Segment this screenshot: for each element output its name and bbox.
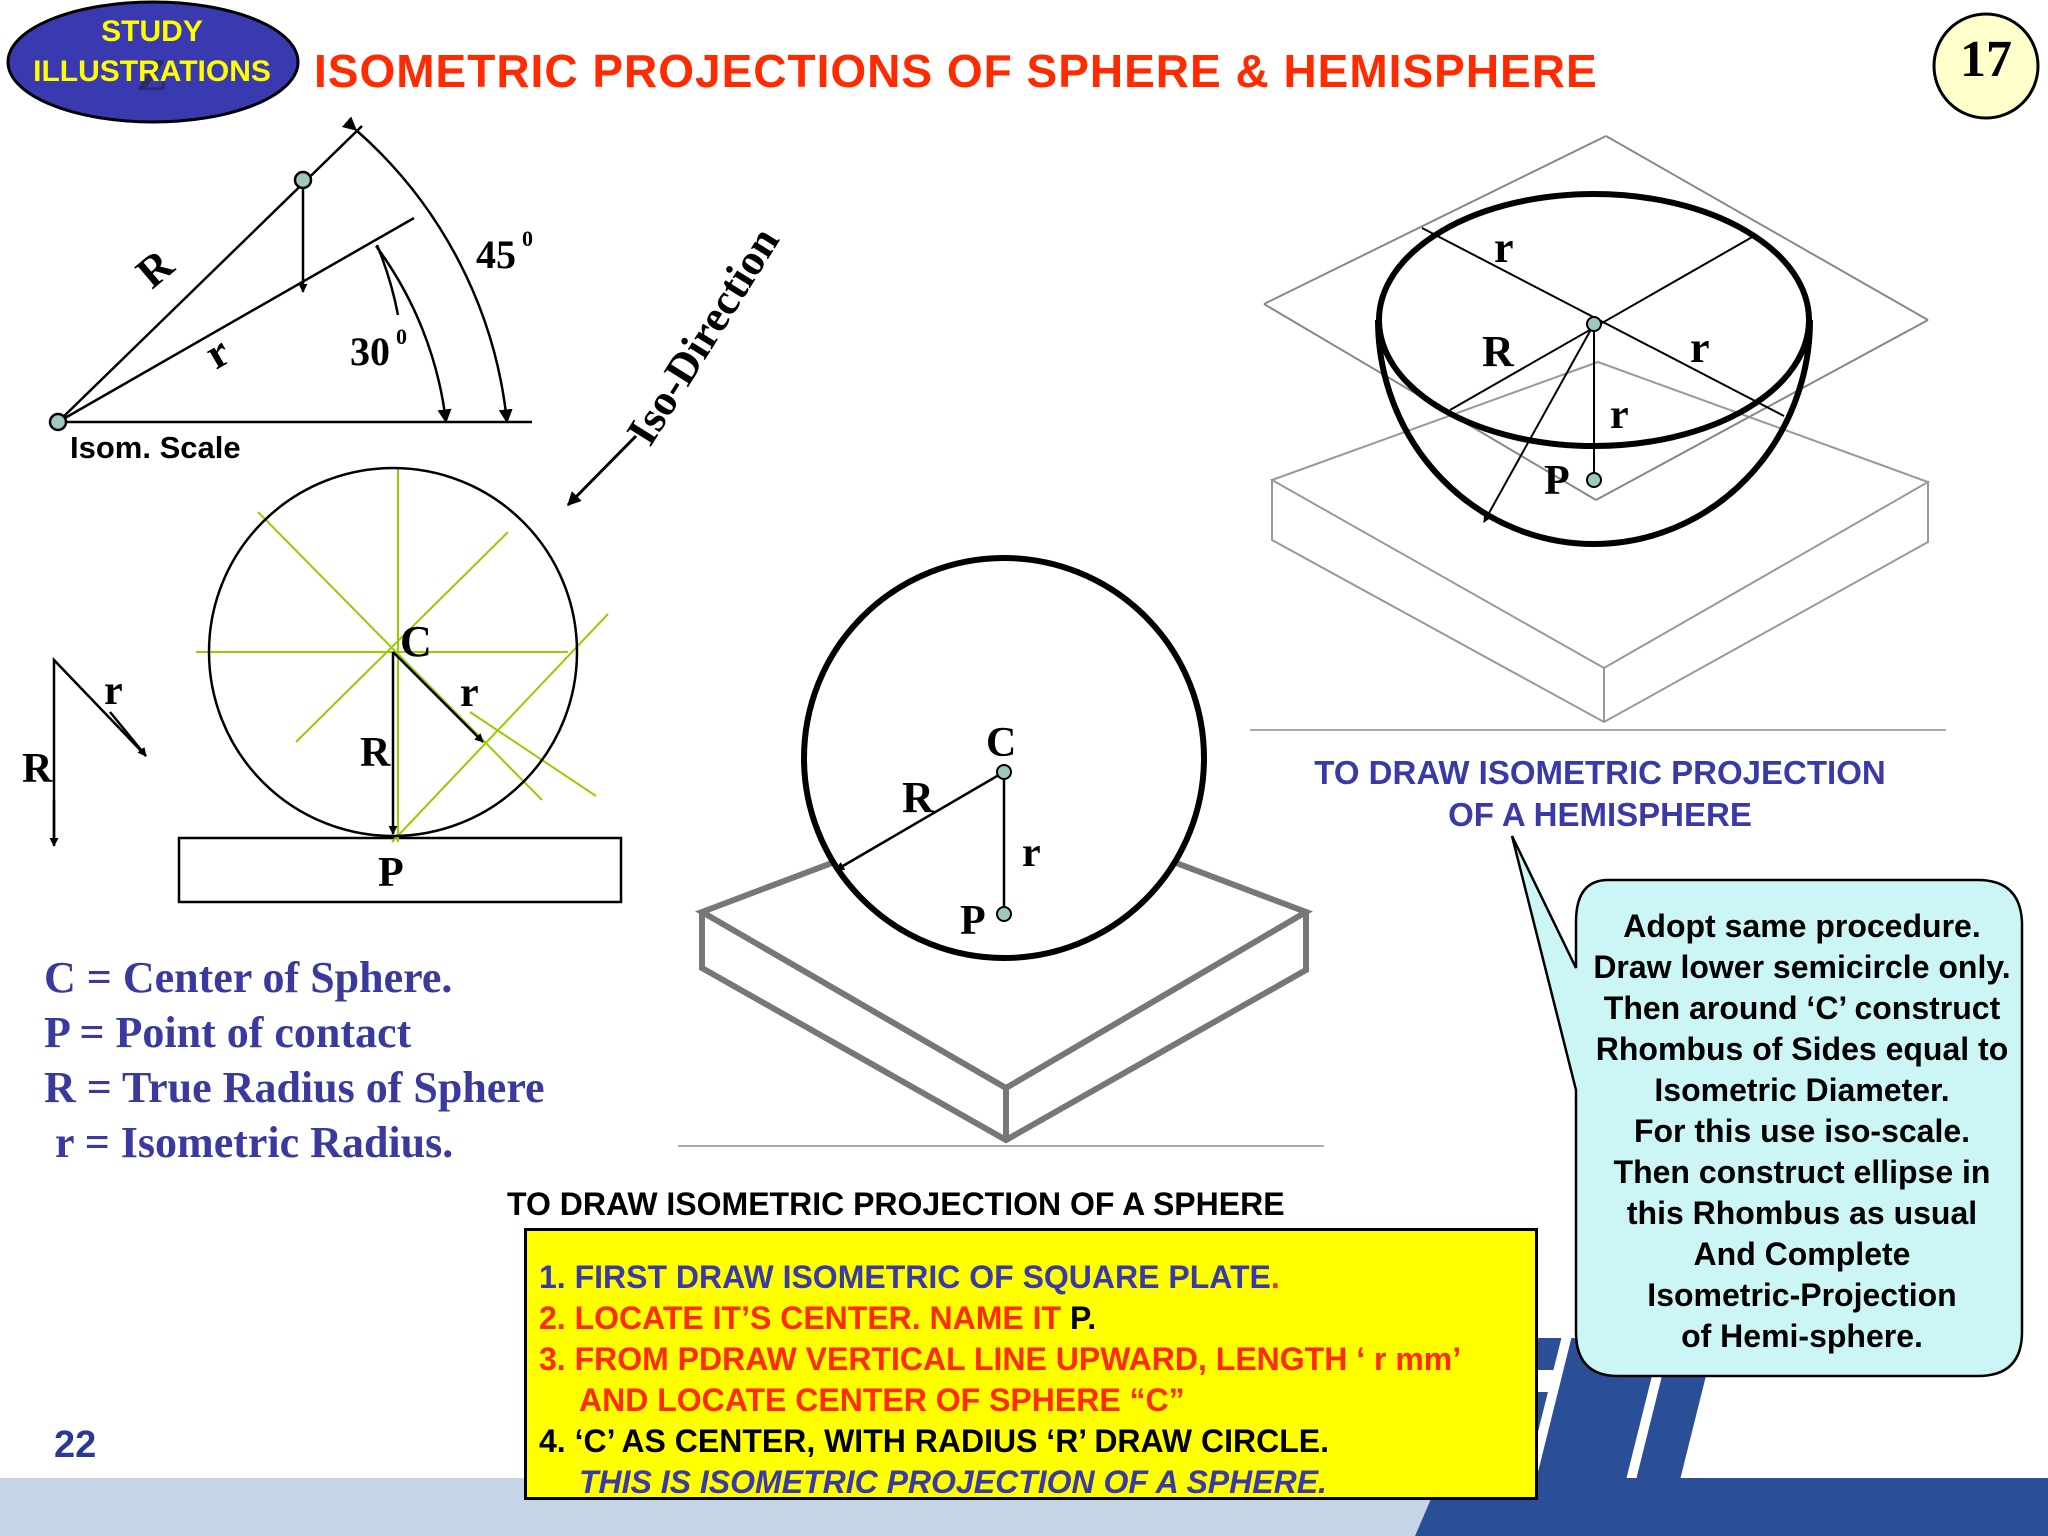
hemisphere-diagram [1250,135,1946,731]
page-number-circle [1932,12,2040,120]
isometric-scale-diagram [48,116,532,432]
true-circle [207,466,579,838]
angle-30-label: 30 [350,329,390,374]
scale-origin-point [48,412,68,432]
true-length-end-point [293,170,313,190]
sphere-on-plate-diagram [678,555,1324,1147]
iso-direction-label: Iso-Direction [617,219,789,454]
construction-label-r: r [460,670,479,716]
arc-30-short [375,244,400,316]
arc-45 [341,116,513,424]
sphere-label-P: P [960,898,986,944]
page-number: 17 [1960,31,2012,88]
study-badge-label[interactable]: STUDY ILLUSTRATIONS [33,15,271,88]
sphere-heading: TO DRAW ISOMETRIC PROJECTION OF A SPHERE [507,1186,1285,1222]
sphere-circle [801,555,1207,961]
page-title: ISOMETRIC PROJECTIONS OF SPHERE & HEMISP… [314,45,1598,97]
true-length-line [57,125,363,423]
sphere-center-point [996,764,1012,780]
hemisphere-label-R: R [1482,327,1515,376]
step-3: 3. FROM PDRAW VERTICAL LINE UPWARD, LENG… [539,1341,1462,1377]
construction-diagram [49,466,623,904]
construction-label-P: P [378,850,404,896]
construction-label-R: R [360,730,391,776]
aside-label-R: R [22,746,53,792]
study-badge[interactable] [6,0,300,124]
hemisphere-heading: TO DRAW ISOMETRIC PROJECTION OF A HEMISP… [1314,754,1886,833]
hemisphere-plate-isometric [1269,360,1931,724]
scale-label-r: r [197,326,238,378]
badge-letter: Z [137,49,168,100]
legend-item-p: P = Point of contact [44,1008,412,1057]
step-4-cont: THIS IS ISOMETRIC PROJECTION OF A SPHERE… [579,1464,1327,1500]
angle-45-degree: 0 [522,226,533,251]
slide-number: 22 [54,1424,97,1466]
iso-direction-arrow [566,434,638,507]
legend-item-c: C = Center of Sphere. [44,953,453,1002]
sphere-label-R: R [902,773,935,822]
base-plate-rect [177,836,623,904]
isom-scale-caption: Isom. Scale [70,430,241,465]
callout-bubble [1510,835,2024,1378]
r-R-key-arrows [52,656,147,844]
legend-item-r: r = Isometric Radius. [44,1118,454,1167]
hemisphere-label-r-top: r [1494,223,1514,272]
callout-text: Adopt same procedure. Draw lower semicir… [1593,908,2011,1354]
scale-label-R: R [127,239,184,298]
angle-30-degree: 0 [396,324,407,349]
hemisphere-center-point [1586,316,1602,332]
sphere-label-r: r [1022,830,1041,876]
sphere-steps-box: 1. FIRST DRAW ISOMETRIC OF SQUARE PLATE.… [524,1228,1538,1500]
radius-r-arrow [392,651,484,743]
hemisphere-label-P: P [1544,458,1570,504]
aside-label-r: r [104,668,123,714]
sphere-radius-arrow [835,770,1005,872]
step-1: 1. FIRST DRAW ISOMETRIC OF SQUARE PLATE. [539,1259,1280,1295]
step-3-cont: AND LOCATE CENTER OF SPHERE “C” [579,1382,1185,1418]
angle-45-label: 45 [476,232,516,277]
hemisphere-radii [1421,227,1785,523]
legend-item-R: R = True Radius of Sphere [44,1063,545,1112]
construction-label-C: C [400,617,432,666]
sphere-label-C: C [986,720,1016,766]
legend: C = Center of Sphere. P = Point of conta… [44,950,545,1170]
sphere-contact-point [996,906,1012,922]
step-4: 4. ‘C’ AS CENTER, WITH RADIUS ‘R’ DRAW C… [539,1423,1329,1459]
hemisphere-contact-point [1586,472,1602,488]
hemisphere-label-r-right: r [1690,323,1710,372]
hemisphere-lower-semicircle [1375,319,1813,547]
green-construction-lines [196,468,609,843]
hemisphere-label-r-mid: r [1610,392,1629,438]
step-2: 2. LOCATE IT’S CENTER. NAME IT P. [539,1300,1097,1336]
